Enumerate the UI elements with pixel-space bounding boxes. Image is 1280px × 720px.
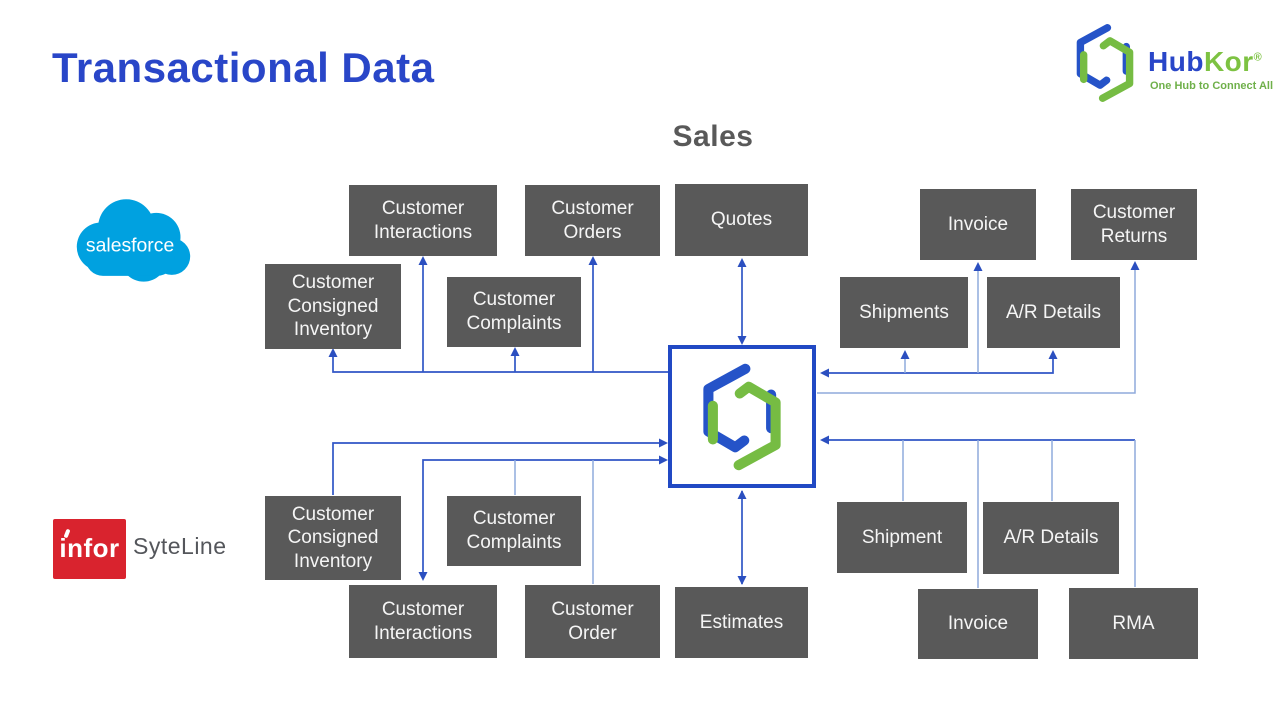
node-sl-rma: RMA — [1069, 588, 1198, 659]
node-sl-invoice: Invoice — [918, 589, 1038, 659]
node-sf-shipments: Shipments — [840, 277, 968, 348]
hub-to-customer-returns-connector — [817, 261, 1140, 394]
node-sf-customer-consigned-inventory: Customer Consigned Inventory — [265, 264, 401, 349]
registered-mark: ® — [1253, 51, 1263, 64]
salesforce-logo: salesforce — [76, 199, 191, 282]
node-sl-customer-consigned-inventory: Customer Consigned Inventory — [265, 496, 401, 580]
estimates-hub-connector — [737, 490, 747, 585]
node-sf-customer-returns: Customer Returns — [1071, 189, 1197, 260]
syteline-label: SyteLine — [133, 533, 227, 559]
node-sf-customer-interactions: Customer Interactions — [349, 185, 497, 256]
infor-logo: infor — [53, 519, 126, 579]
hubkor-word-hub: Hub — [1148, 46, 1204, 77]
node-sl-customer-complaints: Customer Complaints — [447, 496, 581, 566]
hub-to-salesforce-connectors — [328, 256, 668, 373]
node-sl-ar-details: A/R Details — [983, 502, 1119, 574]
node-sl-shipment: Shipment — [837, 502, 967, 573]
hubkor-logo: HubKor® One Hub to Connect All — [1064, 20, 1274, 104]
section-heading-sales: Sales — [672, 120, 754, 153]
topright-bus-connectors — [820, 262, 1058, 378]
hubkor-word-kor: Kor — [1203, 46, 1254, 77]
syteline-to-hub-connectors — [332, 438, 668, 584]
hubkor-tagline: One Hub to Connect All — [1150, 80, 1274, 92]
node-sf-quotes: Quotes — [675, 184, 808, 256]
node-sl-customer-interactions: Customer Interactions — [349, 585, 497, 658]
salesforce-label: salesforce — [86, 235, 174, 257]
node-sf-customer-orders: Customer Orders — [525, 185, 660, 256]
node-sl-customer-order: Customer Order — [525, 585, 660, 658]
hubkor-hub-icon — [686, 361, 798, 473]
node-sf-invoice: Invoice — [920, 189, 1036, 260]
node-sf-customer-complaints: Customer Complaints — [447, 277, 581, 347]
page-title: Transactional Data — [52, 44, 435, 91]
bottomright-bus-connectors — [820, 435, 1136, 588]
node-sl-estimates: Estimates — [675, 587, 808, 658]
infor-label: infor — [59, 533, 120, 563]
hub-node — [668, 345, 816, 488]
salesforce-cloud-icon — [76, 199, 191, 282]
quotes-hub-connector — [737, 258, 747, 345]
node-sf-ar-details: A/R Details — [987, 277, 1120, 348]
hubkor-wordmark: HubKor® — [1148, 46, 1262, 78]
